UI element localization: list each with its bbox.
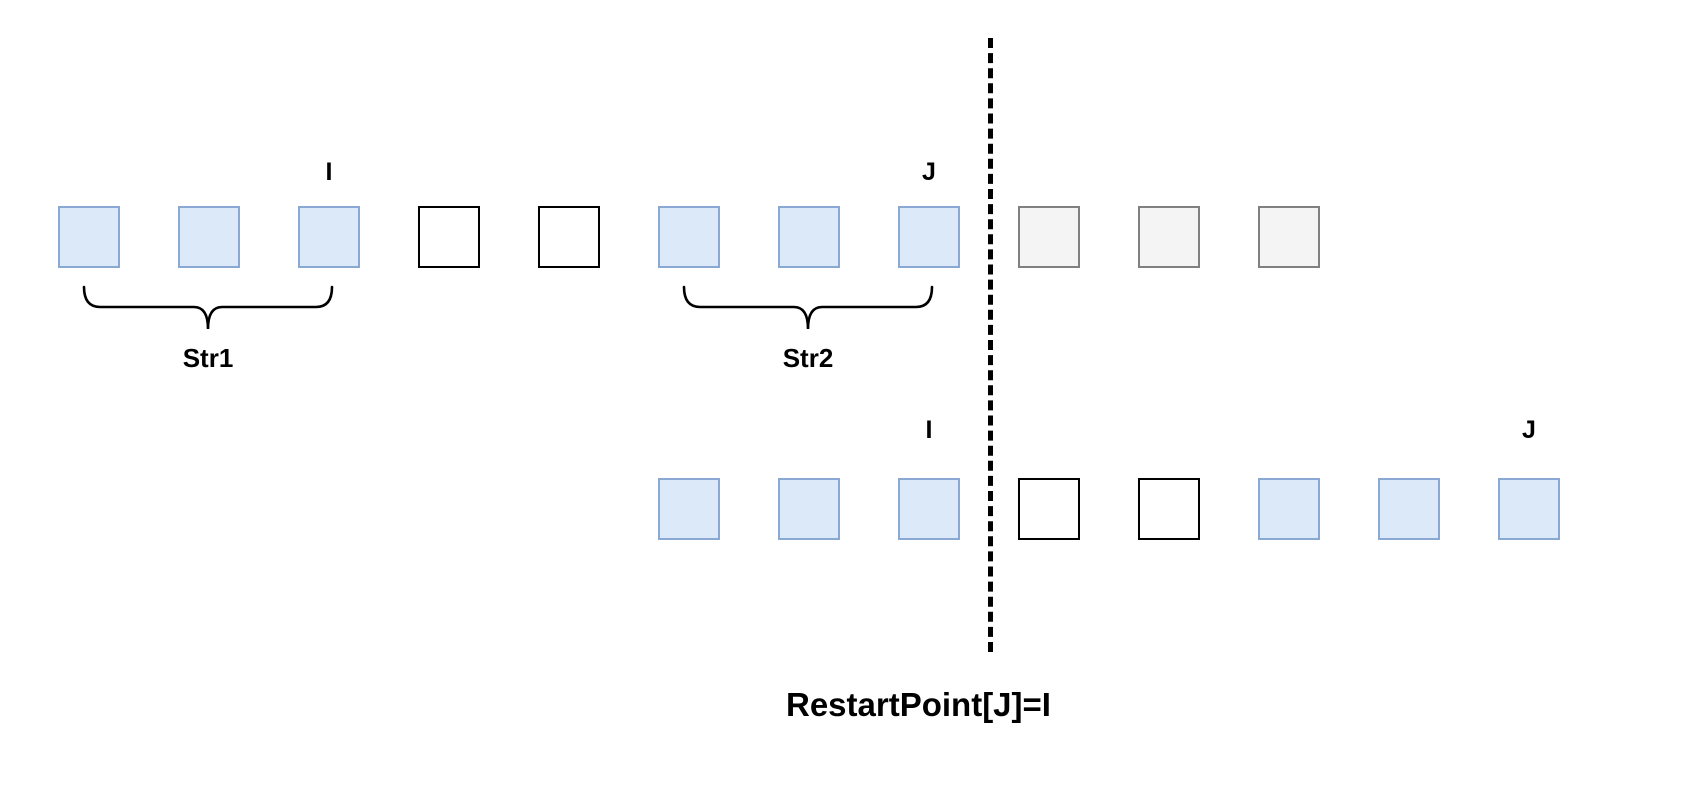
top-cell-3[interactable] bbox=[298, 206, 360, 268]
top-cell-11[interactable] bbox=[1258, 206, 1320, 268]
top-cell-1[interactable] bbox=[58, 206, 120, 268]
diagram-caption: RestartPoint[J]=I bbox=[786, 686, 1051, 723]
top-cell-2[interactable] bbox=[178, 206, 240, 268]
top-cell-9[interactable] bbox=[1018, 206, 1080, 268]
bottom-cell-3[interactable] bbox=[898, 478, 960, 540]
bottom-cell-5[interactable] bbox=[1138, 478, 1200, 540]
bottom-cell-7[interactable] bbox=[1378, 478, 1440, 540]
brace-str1: Str1 bbox=[82, 285, 334, 385]
bottom-cell-2[interactable] bbox=[778, 478, 840, 540]
bottom-cell-4[interactable] bbox=[1018, 478, 1080, 540]
top-pointer-i-label: I bbox=[325, 158, 333, 186]
top-cell-7[interactable] bbox=[778, 206, 840, 268]
bottom-cell-8[interactable] bbox=[1498, 478, 1560, 540]
top-cell-8[interactable] bbox=[898, 206, 960, 268]
top-cell-6[interactable] bbox=[658, 206, 720, 268]
bottom-pointer-i-label: I bbox=[925, 416, 933, 444]
top-cell-5[interactable] bbox=[538, 206, 600, 268]
bottom-cell-6[interactable] bbox=[1258, 478, 1320, 540]
top-cell-10[interactable] bbox=[1138, 206, 1200, 268]
bottom-pointer-j-label: J bbox=[1522, 416, 1536, 444]
brace-str2: Str2 bbox=[682, 285, 934, 385]
top-cell-4[interactable] bbox=[418, 206, 480, 268]
brace-str2-shape bbox=[682, 285, 934, 330]
brace-str2-label: Str2 bbox=[782, 343, 834, 373]
bottom-cell-1[interactable] bbox=[658, 478, 720, 540]
brace-str1-label: Str1 bbox=[182, 343, 234, 373]
vertical-dashed-divider bbox=[988, 38, 993, 652]
brace-str1-shape bbox=[82, 285, 334, 330]
top-pointer-j-label: J bbox=[922, 158, 936, 186]
